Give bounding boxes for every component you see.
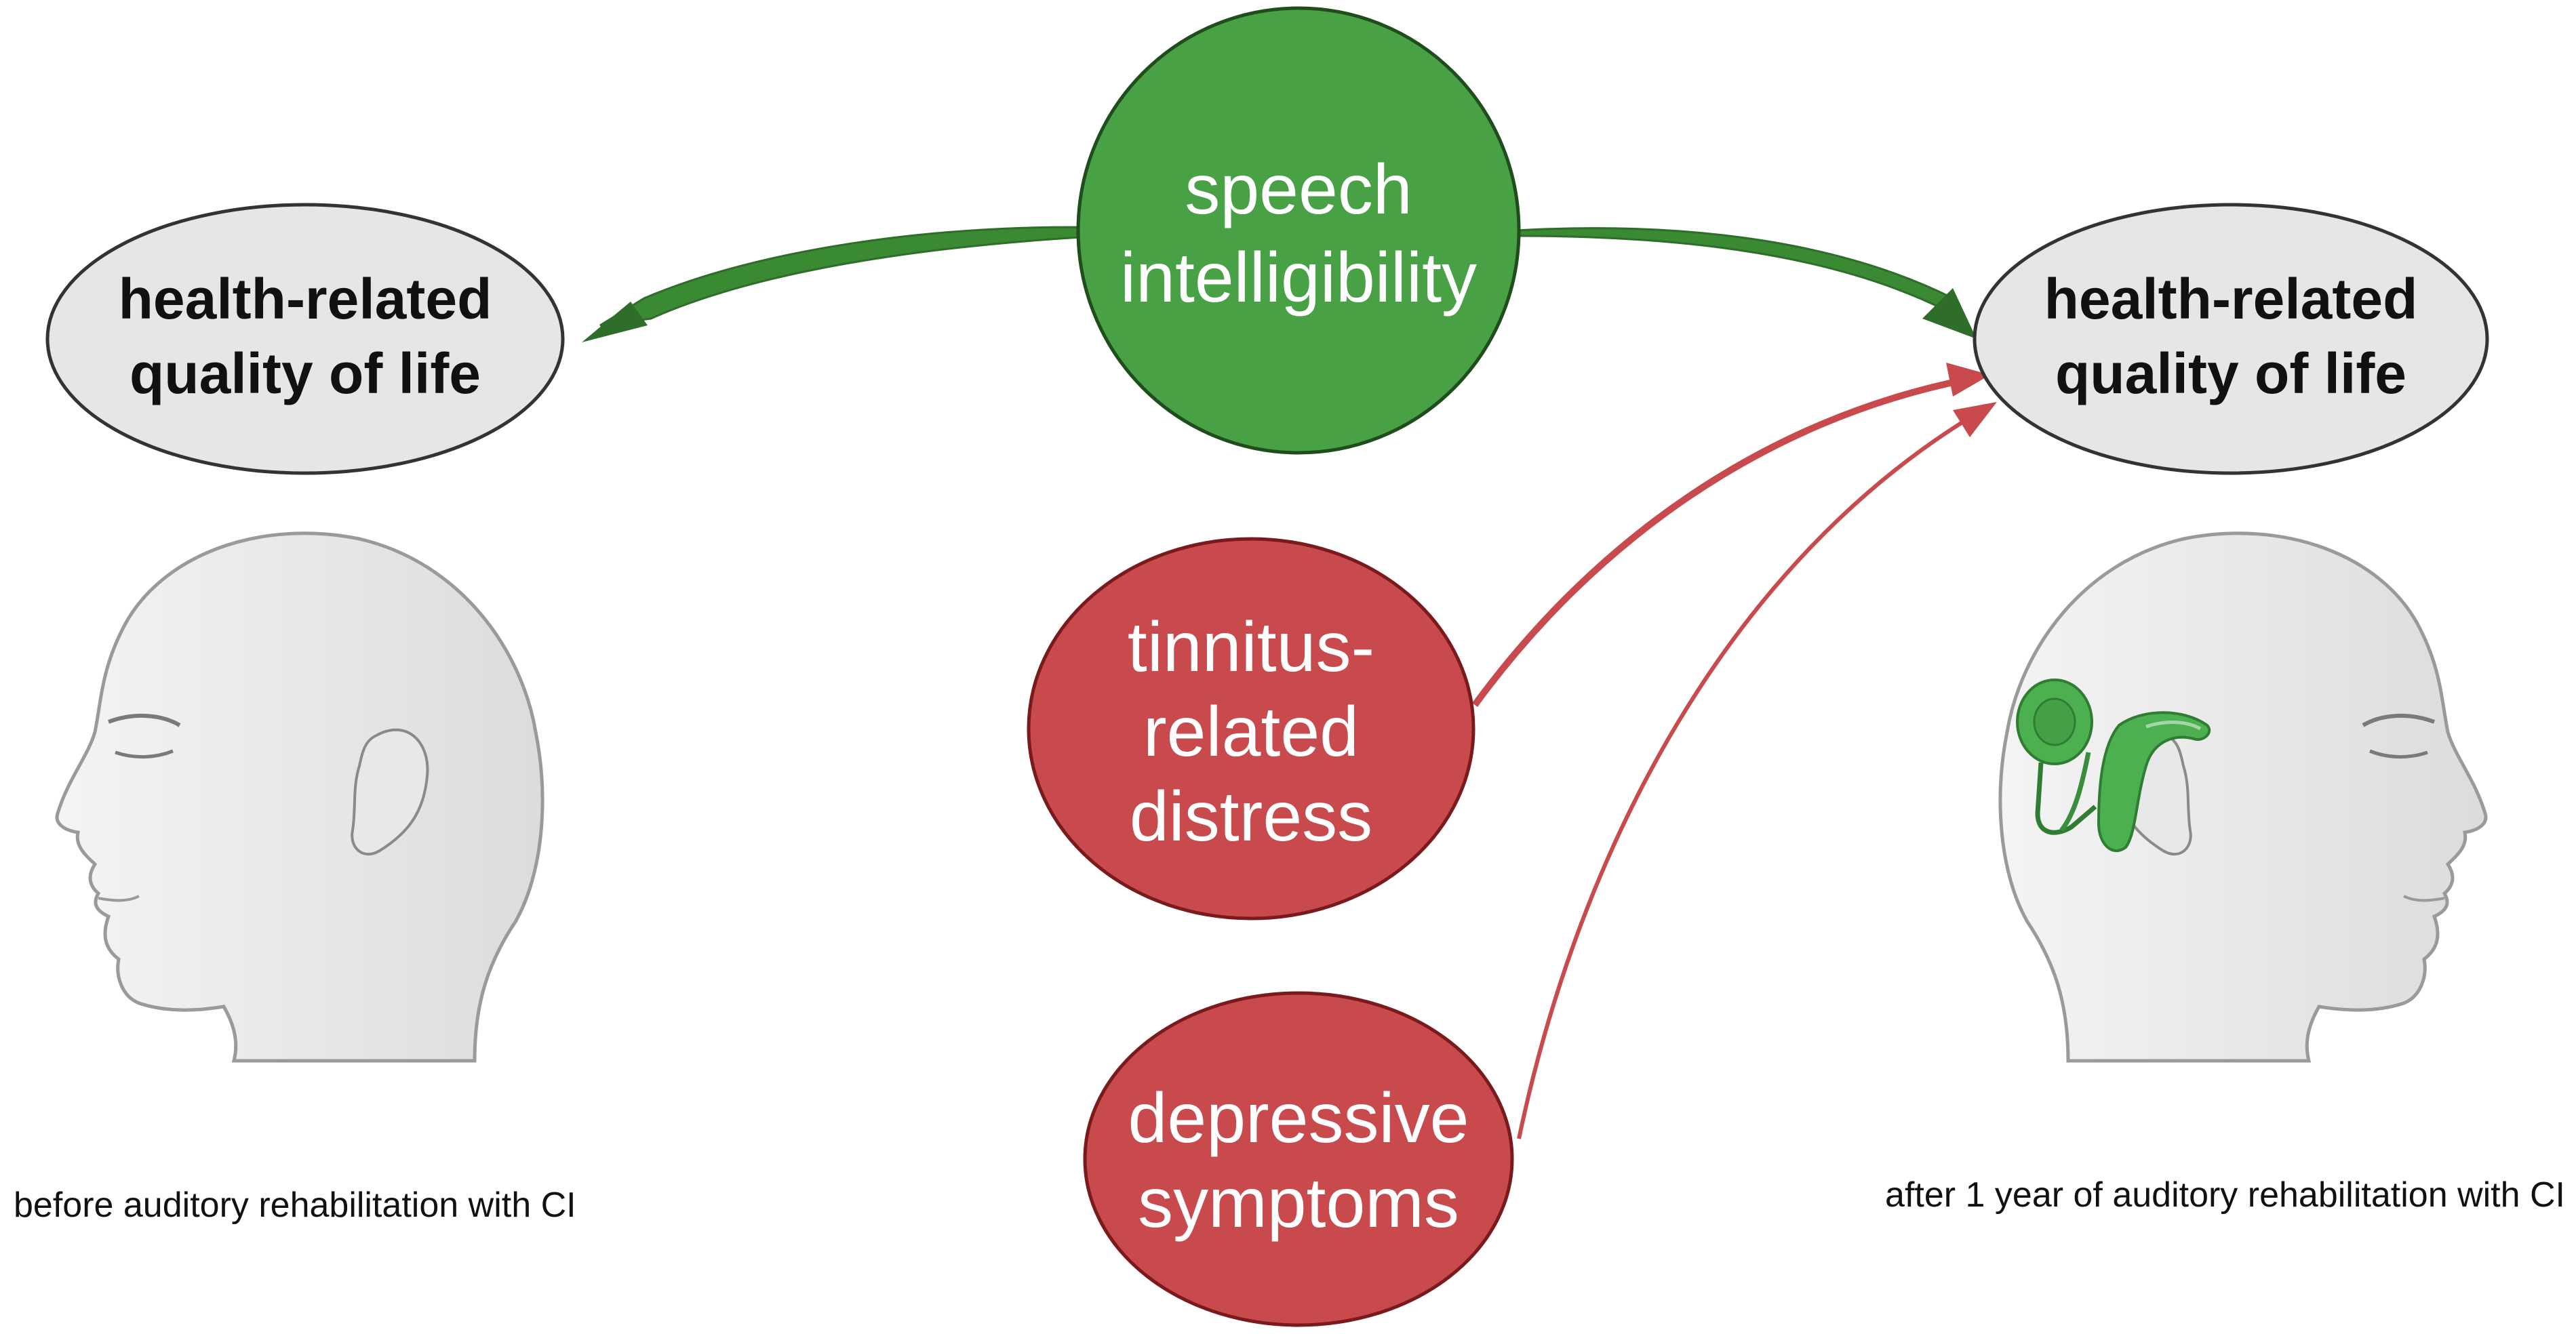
mouth-icon-right [2403, 895, 2445, 902]
depressive-symptoms-node: depressive symptoms [1083, 991, 1514, 1327]
ear-icon [351, 728, 429, 856]
eyebrow-icon-right [2362, 714, 2436, 727]
tinnitus-line2: related [1143, 693, 1359, 771]
head-profile-with-cochlear-implant-icon [1998, 531, 2488, 1063]
arrowhead-right-hrqol [1922, 288, 1977, 339]
closed-eye-icon-right [2369, 749, 2428, 758]
arrow-speech-to-right-hrqol [1514, 227, 1955, 312]
left-hrqol-node: health-related quality of life [45, 203, 565, 475]
arrowhead-depressive [1953, 402, 1997, 437]
left-hrqol-line1: health-related [119, 267, 492, 331]
right-hrqol-node: health-related quality of life [1973, 203, 2489, 475]
depressive-line1: depressive [1128, 1079, 1469, 1158]
head-profile-facing-left-icon [55, 531, 544, 1063]
tinnitus-line3: distress [1130, 777, 1372, 856]
arrowhead-tinnitus [1946, 363, 1990, 397]
cochlear-implant-icon [2016, 679, 2211, 852]
caption-before: before auditory rehabilitation with CI [14, 1186, 576, 1225]
tinnitus-line1: tinnitus- [1128, 608, 1374, 687]
tinnitus-distress-node: tinnitus- related distress [1027, 537, 1475, 920]
speech-line2: intelligibility [1120, 239, 1477, 317]
caption-after: after 1 year of auditory rehabilitation … [1885, 1175, 2565, 1215]
right-hrqol-line1: health-related [2044, 267, 2418, 331]
left-hrqol-line2: quality of life [130, 342, 481, 405]
arrow-speech-to-left-hrqol [599, 226, 1147, 327]
depressive-line2: symptoms [1138, 1164, 1459, 1242]
speech-intelligibility-node: speech intelligibility [1076, 6, 1521, 455]
mouth-icon [98, 895, 140, 902]
right-hrqol-line2: quality of life [2055, 342, 2406, 405]
speech-line1: speech [1185, 150, 1412, 229]
arrow-tinnitus-to-right-hrqol [1471, 376, 1967, 707]
closed-eye-icon [115, 749, 174, 758]
eyebrow-icon [107, 714, 181, 727]
arrow-depressive-to-right-hrqol [1517, 411, 1978, 1139]
arrowhead-left-hrqol [582, 302, 648, 342]
